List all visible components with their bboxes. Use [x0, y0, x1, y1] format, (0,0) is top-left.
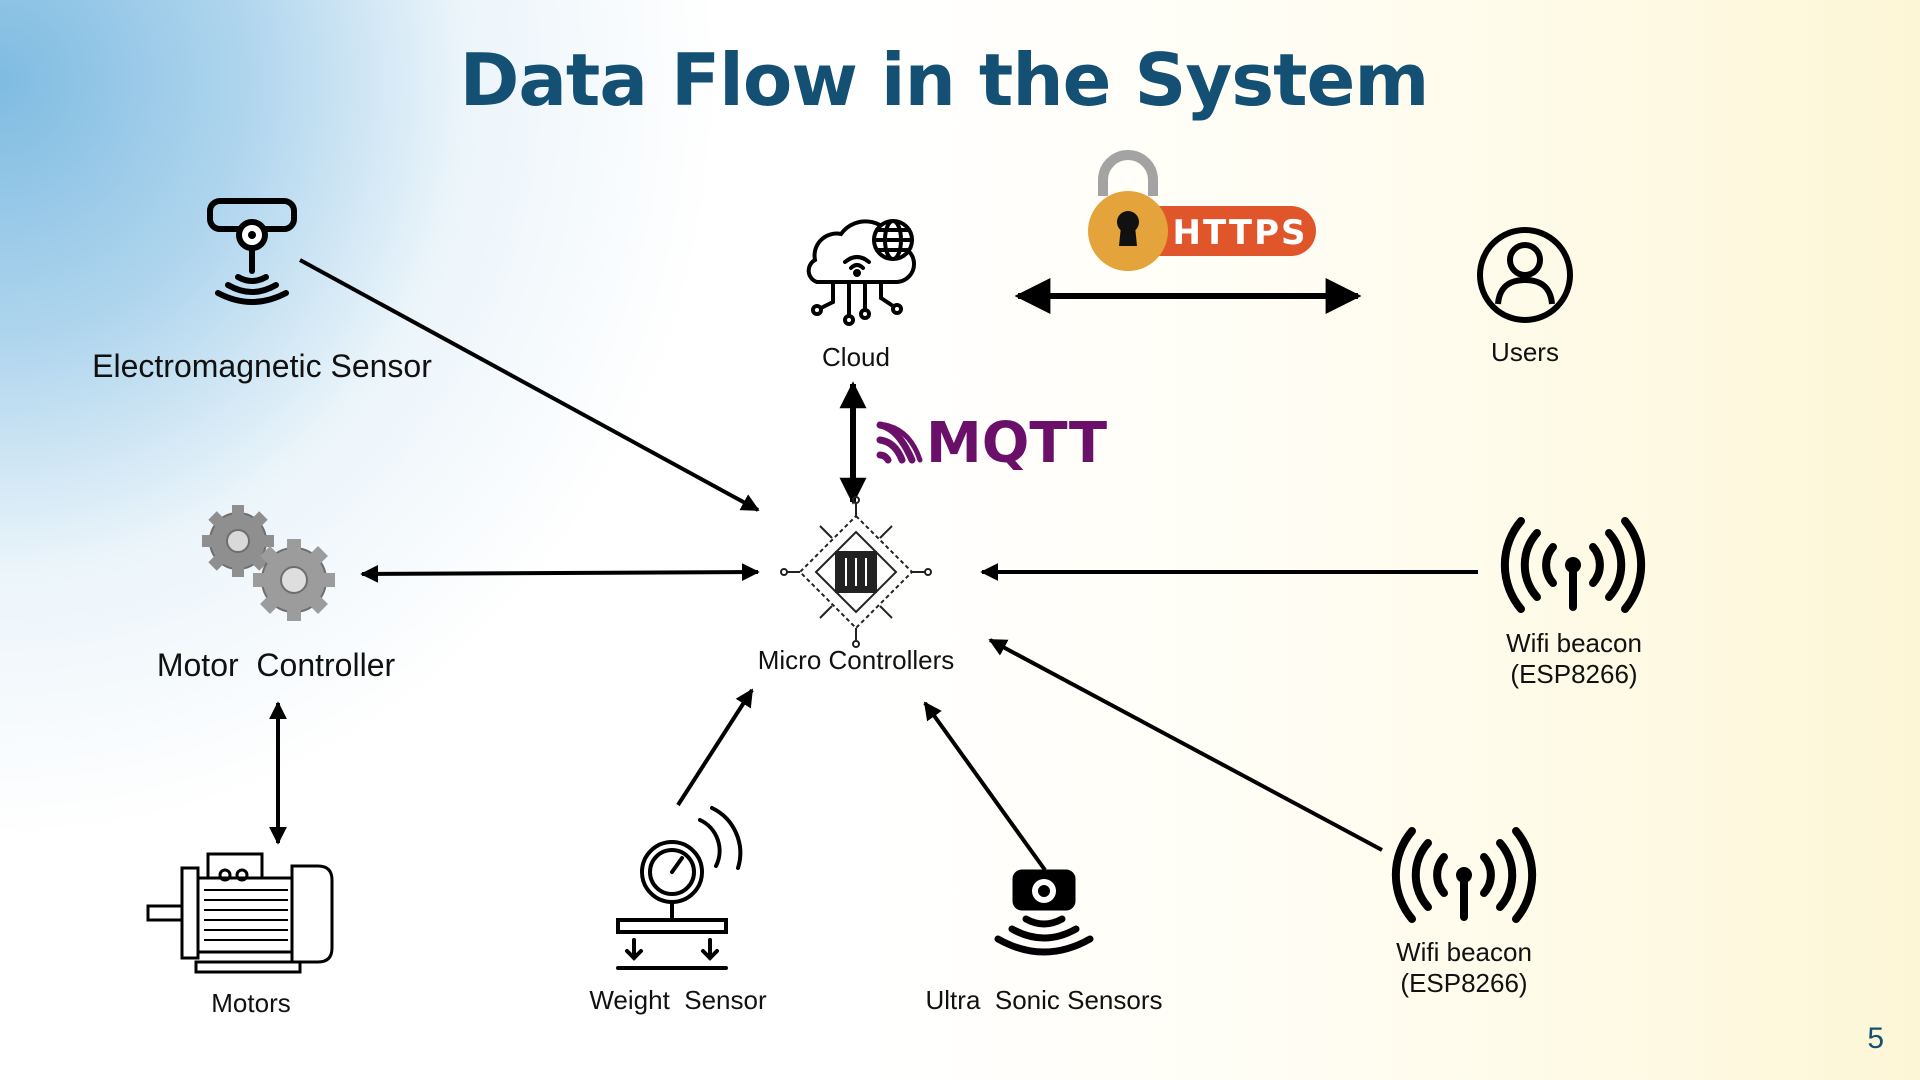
- arrow-ultrasonic-to-mcu: [923, 701, 1047, 872]
- arrow-motor-controller-mcu: [360, 563, 760, 583]
- arrow-weight-to-mcu: [676, 688, 754, 807]
- cloud-icon: [806, 219, 917, 326]
- label-wifi-beacon-right-line2: (ESP8266): [1510, 659, 1638, 690]
- label-micro-controllers: Micro Controllers: [757, 645, 955, 675]
- antenna-icon: [1500, 517, 1646, 613]
- label-wifi-beacon-bottom-line2: (ESP8266): [1400, 968, 1528, 999]
- label-wifi-beacon-bottom-line1: Wifi beacon: [1396, 937, 1532, 967]
- antenna-icon: [1391, 827, 1537, 923]
- label-motors: Motors: [211, 988, 291, 1018]
- arrow-wifi-bottom-to-mcu: [988, 638, 1383, 852]
- label-ultrasonic-sensors: Ultra Sonic Sensors: [925, 985, 1163, 1015]
- label-wifi-beacon-bottom: Wifi beacon (ESP8266): [1396, 937, 1532, 999]
- sensor-icon: [207, 198, 297, 305]
- label-wifi-beacon-right: Wifi beacon (ESP8266): [1506, 628, 1642, 690]
- page-number: 5: [1867, 1022, 1884, 1055]
- https-label: HTTPS: [1172, 213, 1307, 253]
- label-users: Users: [1491, 337, 1559, 367]
- mqtt-label: MQTT: [926, 411, 1107, 476]
- label-weight-sensor: Weight Sensor: [589, 985, 767, 1015]
- user-icon: [1477, 227, 1573, 323]
- label-cloud: Cloud: [822, 342, 890, 372]
- gauge-icon: [616, 806, 743, 970]
- camera-icon: [994, 869, 1094, 956]
- label-electromagnetic-sensor: Electromagnetic Sensor: [92, 348, 432, 384]
- arrow-electromagnetic-to-mcu: [299, 258, 760, 512]
- mqtt-logo: [876, 421, 923, 464]
- slide-title: Data Flow in the System: [459, 38, 1430, 122]
- lock-icon: [1088, 150, 1316, 271]
- chip-icon: [780, 496, 932, 648]
- gears-icon: [202, 505, 335, 621]
- motor-icon: [146, 852, 334, 974]
- label-wifi-beacon-right-line1: Wifi beacon: [1506, 628, 1642, 658]
- label-motor-controller: Motor Controller: [156, 647, 396, 683]
